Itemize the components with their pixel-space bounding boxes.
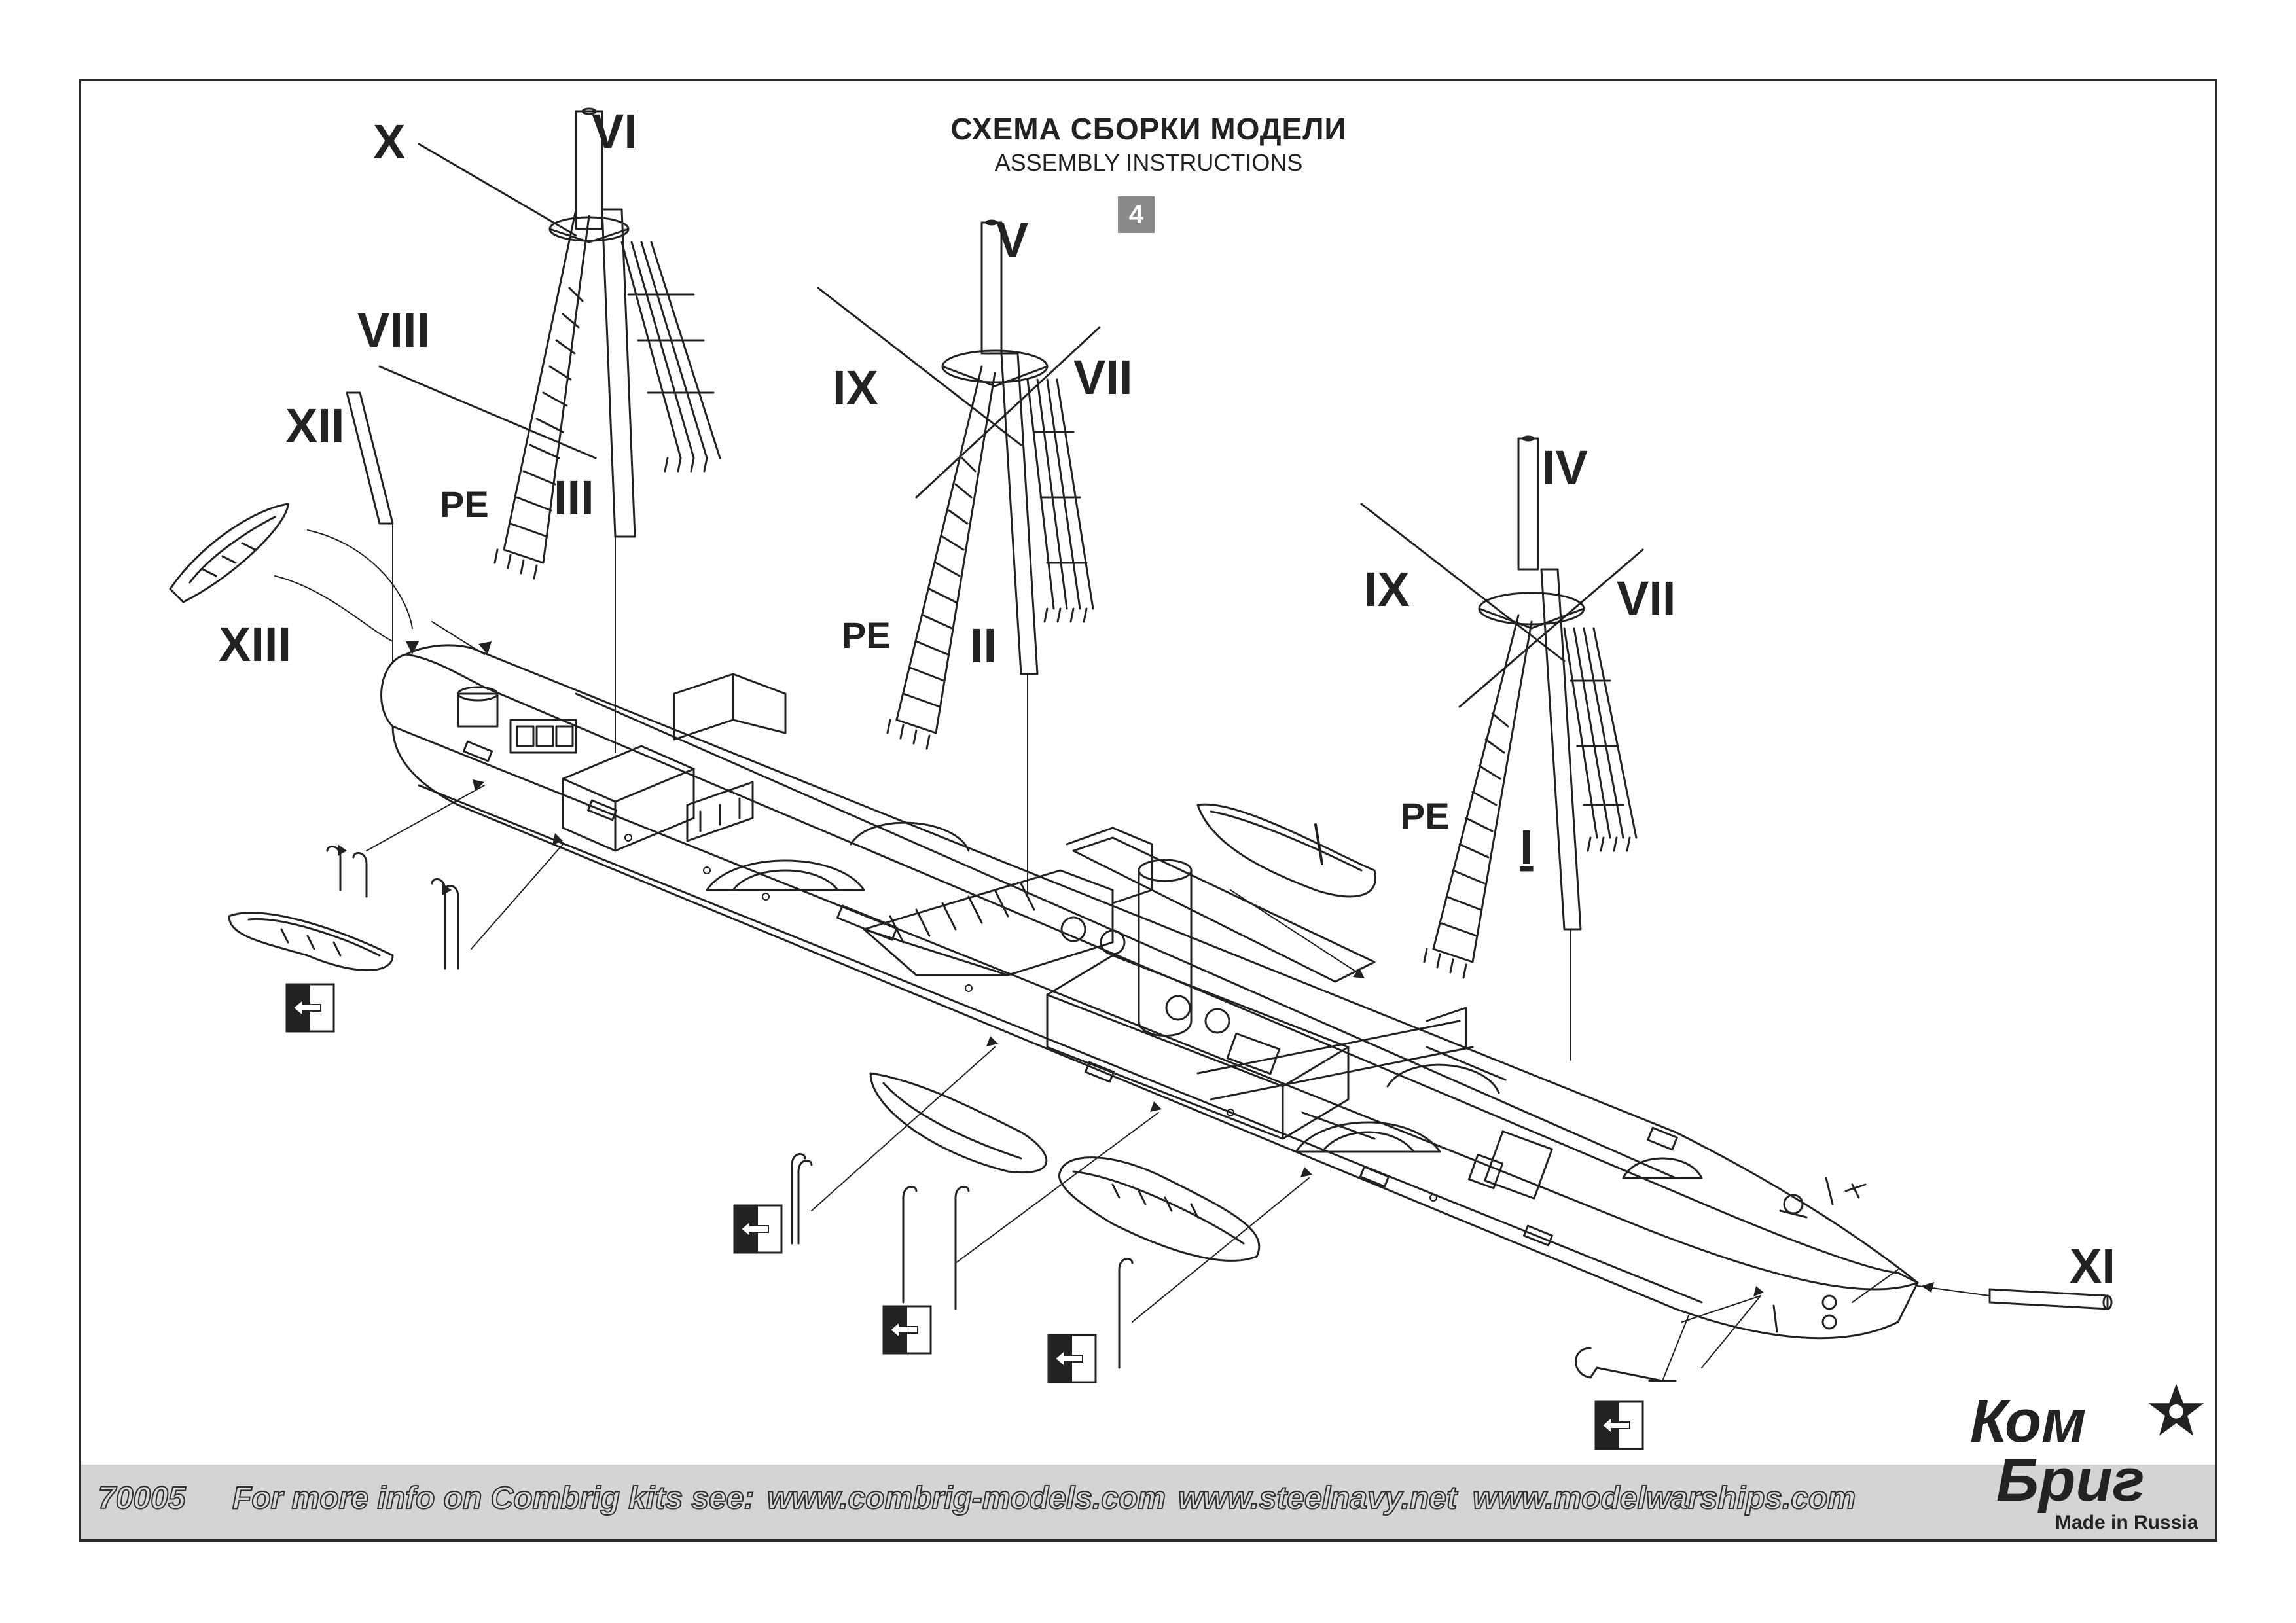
logo-word-kom: Ком: [1970, 1388, 2087, 1455]
label-i: I: [1520, 820, 1534, 874]
arrowheads: [338, 641, 1934, 1296]
label-xiii: XIII: [219, 617, 291, 671]
label-ix-fore: IX: [1364, 562, 1410, 616]
midship-deckhouse: [686, 781, 1153, 976]
pe-direction-icon-4: [1047, 1334, 1097, 1383]
label-pe-mid: PE: [842, 615, 891, 656]
mast-middle: [817, 219, 1101, 897]
pe-direction-icon-1: [285, 983, 335, 1033]
funnel: [1060, 859, 1230, 1037]
label-ix-mid: IX: [833, 361, 878, 415]
mast-fore: [1360, 435, 1644, 1061]
bow-deck-fittings: [1622, 1126, 1867, 1219]
part-xii-spar: [346, 391, 394, 662]
label-vii-fore: VII: [1617, 571, 1676, 626]
step-number-badge: 4: [1118, 196, 1155, 233]
footer-info-text: For more info on Combrig kits see:: [232, 1480, 755, 1516]
mast-aft: [378, 107, 721, 753]
label-iv: IV: [1542, 440, 1588, 495]
label-pe-aft: PE: [440, 484, 489, 525]
ship-hull: [380, 644, 1919, 1340]
label-xi: XI: [2070, 1239, 2115, 1293]
paddle-boxes: [706, 821, 1500, 1153]
boat-midship-upper: [1196, 803, 1376, 898]
label-pe-fore: PE: [1401, 795, 1450, 836]
boat-aft-upper: [169, 503, 289, 603]
kit-number: 70005: [98, 1480, 186, 1516]
footer-band: [81, 1465, 2215, 1539]
label-viii: VIII: [357, 303, 430, 357]
label-v: V: [996, 213, 1028, 267]
sheet-frame: [79, 79, 2217, 1542]
page-subtitle: ASSEMBLY INSTRUCTIONS: [994, 149, 1303, 176]
star-icon: [2148, 1383, 2204, 1436]
aft-superstructure: [457, 673, 787, 852]
page-title: СХЕМА СБОРКИ МОДЕЛИ: [950, 112, 1347, 146]
label-vii-mid: VII: [1073, 350, 1132, 404]
logo-word-brig: Бриг: [1996, 1447, 2145, 1514]
pe-direction-icon-2: [733, 1204, 783, 1254]
label-x: X: [373, 115, 405, 169]
label-ii: II: [970, 618, 997, 673]
label-vi: VI: [592, 104, 637, 158]
footer-link-steelnavy[interactable]: www.steelnavy.net: [1177, 1480, 1458, 1516]
made-in-russia: Made in Russia: [2055, 1512, 2198, 1533]
engine-house: [1046, 836, 1376, 1140]
footer-link-combrig[interactable]: www.combrig-models.com: [766, 1480, 1166, 1516]
kombrig-logo: Ком Бриг Made in Russia: [1970, 1383, 2219, 1538]
part-labels: X VI VIII XII PE III XIII V IX VII PE II…: [219, 104, 2115, 1293]
boat-midship-lower-1: [869, 1072, 1048, 1173]
pe-direction-icon-5: [1594, 1400, 1644, 1450]
label-iii: III: [554, 471, 594, 525]
anchor: [1575, 1315, 1689, 1382]
davits: [326, 845, 1134, 1369]
boat-aft-lower: [228, 912, 394, 971]
boat-midship-lower-2: [1058, 1156, 1261, 1262]
footer-link-modelwarships[interactable]: www.modelwarships.com: [1472, 1480, 1856, 1516]
pe-direction-icon-3: [882, 1305, 932, 1355]
label-xii: XII: [285, 399, 344, 453]
leader-lines: [274, 529, 1761, 1368]
deck-framing: [1196, 1007, 1553, 1200]
